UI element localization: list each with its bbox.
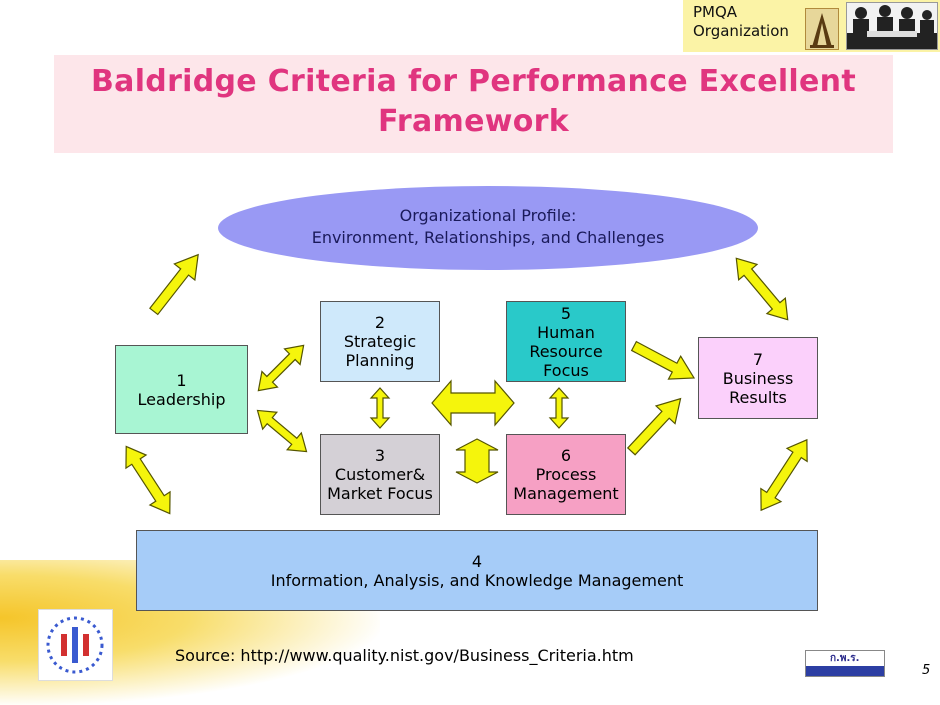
organizational-profile-label: Organizational Profile: Environment, Rel… [218, 205, 758, 249]
building-logo-icon [805, 8, 839, 50]
process-management-label: 6 Process Management [513, 446, 619, 503]
title-line-2: Framework [378, 104, 569, 139]
arrow-leadership-to-profile [149, 253, 199, 316]
organizational-profile-ellipse [218, 186, 758, 270]
strategic-planning-box: 2 Strategic Planning [320, 301, 440, 382]
strategic-planning-label: 2 Strategic Planning [343, 313, 417, 370]
page-number: 5 [922, 663, 931, 678]
arrow-hr-to-results [630, 340, 696, 380]
arrow-process-to-results [626, 397, 682, 456]
profile-line-1: Organizational Profile: [399, 206, 577, 225]
arrow-profile-results [735, 257, 789, 321]
information-analysis-box: 4 Information, Analysis, and Knowledge M… [136, 530, 818, 611]
agency-emblem-icon [38, 609, 113, 681]
title-line-1: Baldridge Criteria for Performance Excel… [91, 64, 856, 99]
title-banner [54, 55, 893, 153]
org-line-2: Organization [693, 22, 789, 40]
process-management-box: 6 Process Management [506, 434, 626, 515]
profile-line-2: Environment, Relationships, and Challeng… [311, 228, 665, 247]
page-title: Baldridge Criteria for Performance Excel… [54, 62, 893, 142]
arrow-leadership-strategic [257, 344, 305, 392]
leadership-label: 1 Leadership [137, 370, 226, 409]
arrow-results-info [760, 438, 808, 512]
customer-market-focus-box: 3 Customer& Market Focus [320, 434, 440, 515]
org-line-1: PMQA [693, 3, 738, 21]
human-resource-focus-box: 5 Human Resource Focus [506, 301, 626, 382]
organization-label: PMQA Organization [693, 3, 789, 41]
customer-market-focus-label: 3 Customer& Market Focus [327, 446, 433, 503]
business-results-box: 7 Business Results [698, 337, 818, 419]
arrow-customer-process [455, 438, 499, 484]
agency-logo-bar [806, 666, 884, 676]
arrow-hr-process [548, 387, 570, 429]
business-results-label: 7 Business Results [722, 349, 794, 407]
leadership-box: 1 Leadership [115, 345, 248, 434]
arrow-strategic-customer [369, 387, 391, 429]
human-resource-focus-label: 5 Human Resource Focus [529, 303, 603, 380]
information-analysis-label: 4 Information, Analysis, and Knowledge M… [270, 551, 684, 590]
meeting-photo-icon [846, 2, 938, 50]
source-citation: Source: http://www.quality.nist.gov/Busi… [175, 646, 634, 665]
arrow-leadership-info [125, 445, 171, 515]
arrow-strategic-hr [431, 379, 515, 427]
arrow-leadership-customer [256, 409, 308, 453]
agency-logo-text: ก.พ.ร. [830, 653, 860, 664]
